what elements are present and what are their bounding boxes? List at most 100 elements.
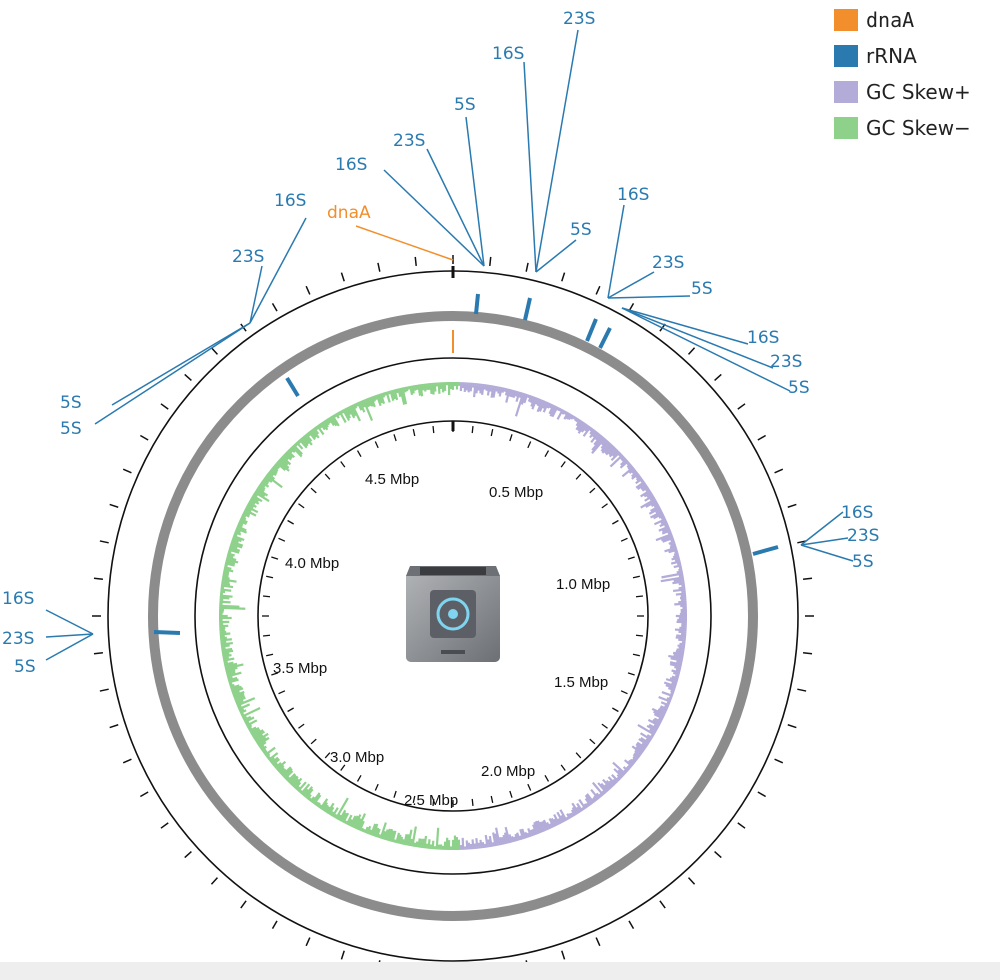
inner-tick	[340, 461, 346, 468]
outer-tick	[774, 758, 784, 764]
gc-skew-plus-bar	[570, 809, 577, 817]
gc-skew-minus-bar	[250, 496, 260, 503]
gc-skew-minus-bar	[247, 501, 257, 508]
gc-skew-plus-bar	[536, 398, 542, 407]
gc-skew-minus-bar	[405, 834, 410, 846]
gc-skew-plus-bar	[575, 418, 580, 423]
gc-skew-plus-bar	[640, 498, 657, 509]
gc-skew-minus-bar	[321, 421, 329, 431]
inner-tick	[287, 707, 294, 713]
outer-tick	[561, 950, 566, 960]
gc-skew-minus-bar	[289, 446, 296, 453]
gc-skew-plus-bar	[671, 556, 680, 561]
gc-skew-minus-bar	[308, 797, 312, 802]
legend-label: dnaA	[866, 8, 915, 32]
inner-tick	[509, 790, 513, 798]
gc-skew-plus-bar	[515, 391, 521, 402]
gc-skew-minus-bar	[345, 407, 352, 416]
gc-skew-minus-bar	[385, 391, 391, 403]
gc-skew-plus-bar	[584, 794, 594, 805]
gc-skew-minus-bar	[423, 383, 427, 392]
inner-tick	[278, 690, 286, 695]
gc-skew-minus-bar	[251, 729, 264, 738]
gc-skew-minus-bar	[252, 730, 266, 740]
gc-skew-plus-bar	[565, 816, 570, 821]
gc-skew-plus-bar	[645, 738, 651, 743]
gc-skew-minus-bar	[236, 697, 256, 707]
gc-skew-plus-bar	[548, 403, 553, 409]
gc-skew-minus-bar	[381, 830, 387, 840]
gc-skew-plus-bar	[675, 650, 685, 654]
gc-skew-plus-bar	[672, 580, 685, 585]
gc-skew-plus-bar	[653, 710, 665, 718]
gc-skew-plus-bar	[553, 813, 561, 825]
gc-skew-plus-bar	[489, 385, 493, 392]
gc-skew-minus-bar	[351, 404, 361, 422]
axis-label: 2.5 Mbp	[404, 792, 458, 809]
gc-skew-plus-bar	[519, 828, 525, 840]
gc-skew-plus-bar	[671, 669, 681, 674]
gc-skew-minus-bar	[260, 745, 267, 752]
gc-skew-plus-bar	[650, 510, 663, 519]
gc-skew-minus-bar	[401, 387, 408, 405]
gc-skew-minus-bar	[263, 750, 268, 755]
gc-skew-minus-bar	[245, 719, 258, 727]
outer-tick	[184, 850, 192, 859]
gc-skew-minus-bar	[377, 393, 383, 404]
gc-skew-minus-bar	[227, 552, 235, 557]
gc-skew-minus-bar	[383, 391, 387, 396]
gene-label: 23S	[652, 253, 684, 273]
gc-skew-minus-bar	[234, 694, 245, 701]
gc-skew-minus-bar	[226, 671, 242, 678]
gc-skew-minus-bar	[326, 418, 332, 424]
gc-skew-minus-bar	[265, 474, 283, 489]
gc-skew-minus-bar	[306, 432, 311, 437]
gc-skew-minus-bar	[219, 632, 231, 636]
gc-skew-plus-bar	[510, 389, 515, 398]
gc-skew-plus-bar	[622, 766, 629, 772]
inner-tick	[632, 653, 640, 657]
gc-skew-plus-bar	[561, 409, 566, 415]
gc-skew-plus-bar	[620, 455, 625, 461]
axis-label: 1.5 Mbp	[554, 674, 608, 691]
gc-skew-minus-bar	[358, 400, 366, 413]
gc-skew-minus-bar	[304, 788, 314, 799]
legend-swatch	[834, 45, 858, 67]
gc-skew-minus-bar	[423, 835, 428, 849]
gc-skew-minus-bar	[220, 590, 226, 594]
gc-skew-plus-bar	[653, 724, 660, 729]
gc-skew-minus-bar	[353, 814, 362, 829]
inner-tick	[262, 634, 271, 637]
inner-tick	[298, 503, 305, 509]
gc-skew-minus-bar	[278, 767, 285, 774]
gc-skew-minus-bar	[300, 783, 311, 795]
gc-skew-minus-bar	[248, 726, 257, 733]
gc-skew-minus-bar	[306, 793, 312, 800]
outer-tick	[184, 373, 192, 382]
inner-tick	[627, 672, 635, 676]
gc-skew-minus-bar	[309, 429, 317, 439]
gc-skew-plus-bar	[678, 566, 683, 570]
gc-skew-plus-bar	[574, 416, 578, 422]
gc-skew-minus-bar	[273, 762, 279, 768]
gc-skew-plus-bar	[668, 654, 684, 660]
gene-label: 16S	[747, 328, 779, 348]
gc-skew-plus-bar	[553, 818, 559, 826]
gc-skew-plus-bar	[593, 434, 603, 446]
gc-skew-minus-bar	[275, 461, 287, 472]
gc-skew-minus-bar	[273, 464, 279, 471]
gc-skew-minus-bar	[395, 832, 401, 844]
inner-tick	[589, 487, 596, 494]
gc-skew-plus-bar	[635, 743, 646, 752]
gc-skew-minus-bar	[219, 594, 233, 598]
gc-skew-plus-bar	[665, 678, 678, 684]
gc-skew-minus-bar	[232, 690, 240, 696]
gc-skew-minus-bar	[407, 386, 411, 390]
outer-tick	[122, 758, 132, 764]
gc-skew-plus-bar	[616, 776, 621, 781]
gc-skew-plus-bar	[601, 442, 612, 454]
gc-skew-minus-bar	[274, 762, 282, 769]
gc-skew-minus-bar	[419, 384, 424, 397]
gc-skew-minus-bar	[316, 424, 325, 436]
gc-skew-minus-bar	[362, 399, 374, 421]
